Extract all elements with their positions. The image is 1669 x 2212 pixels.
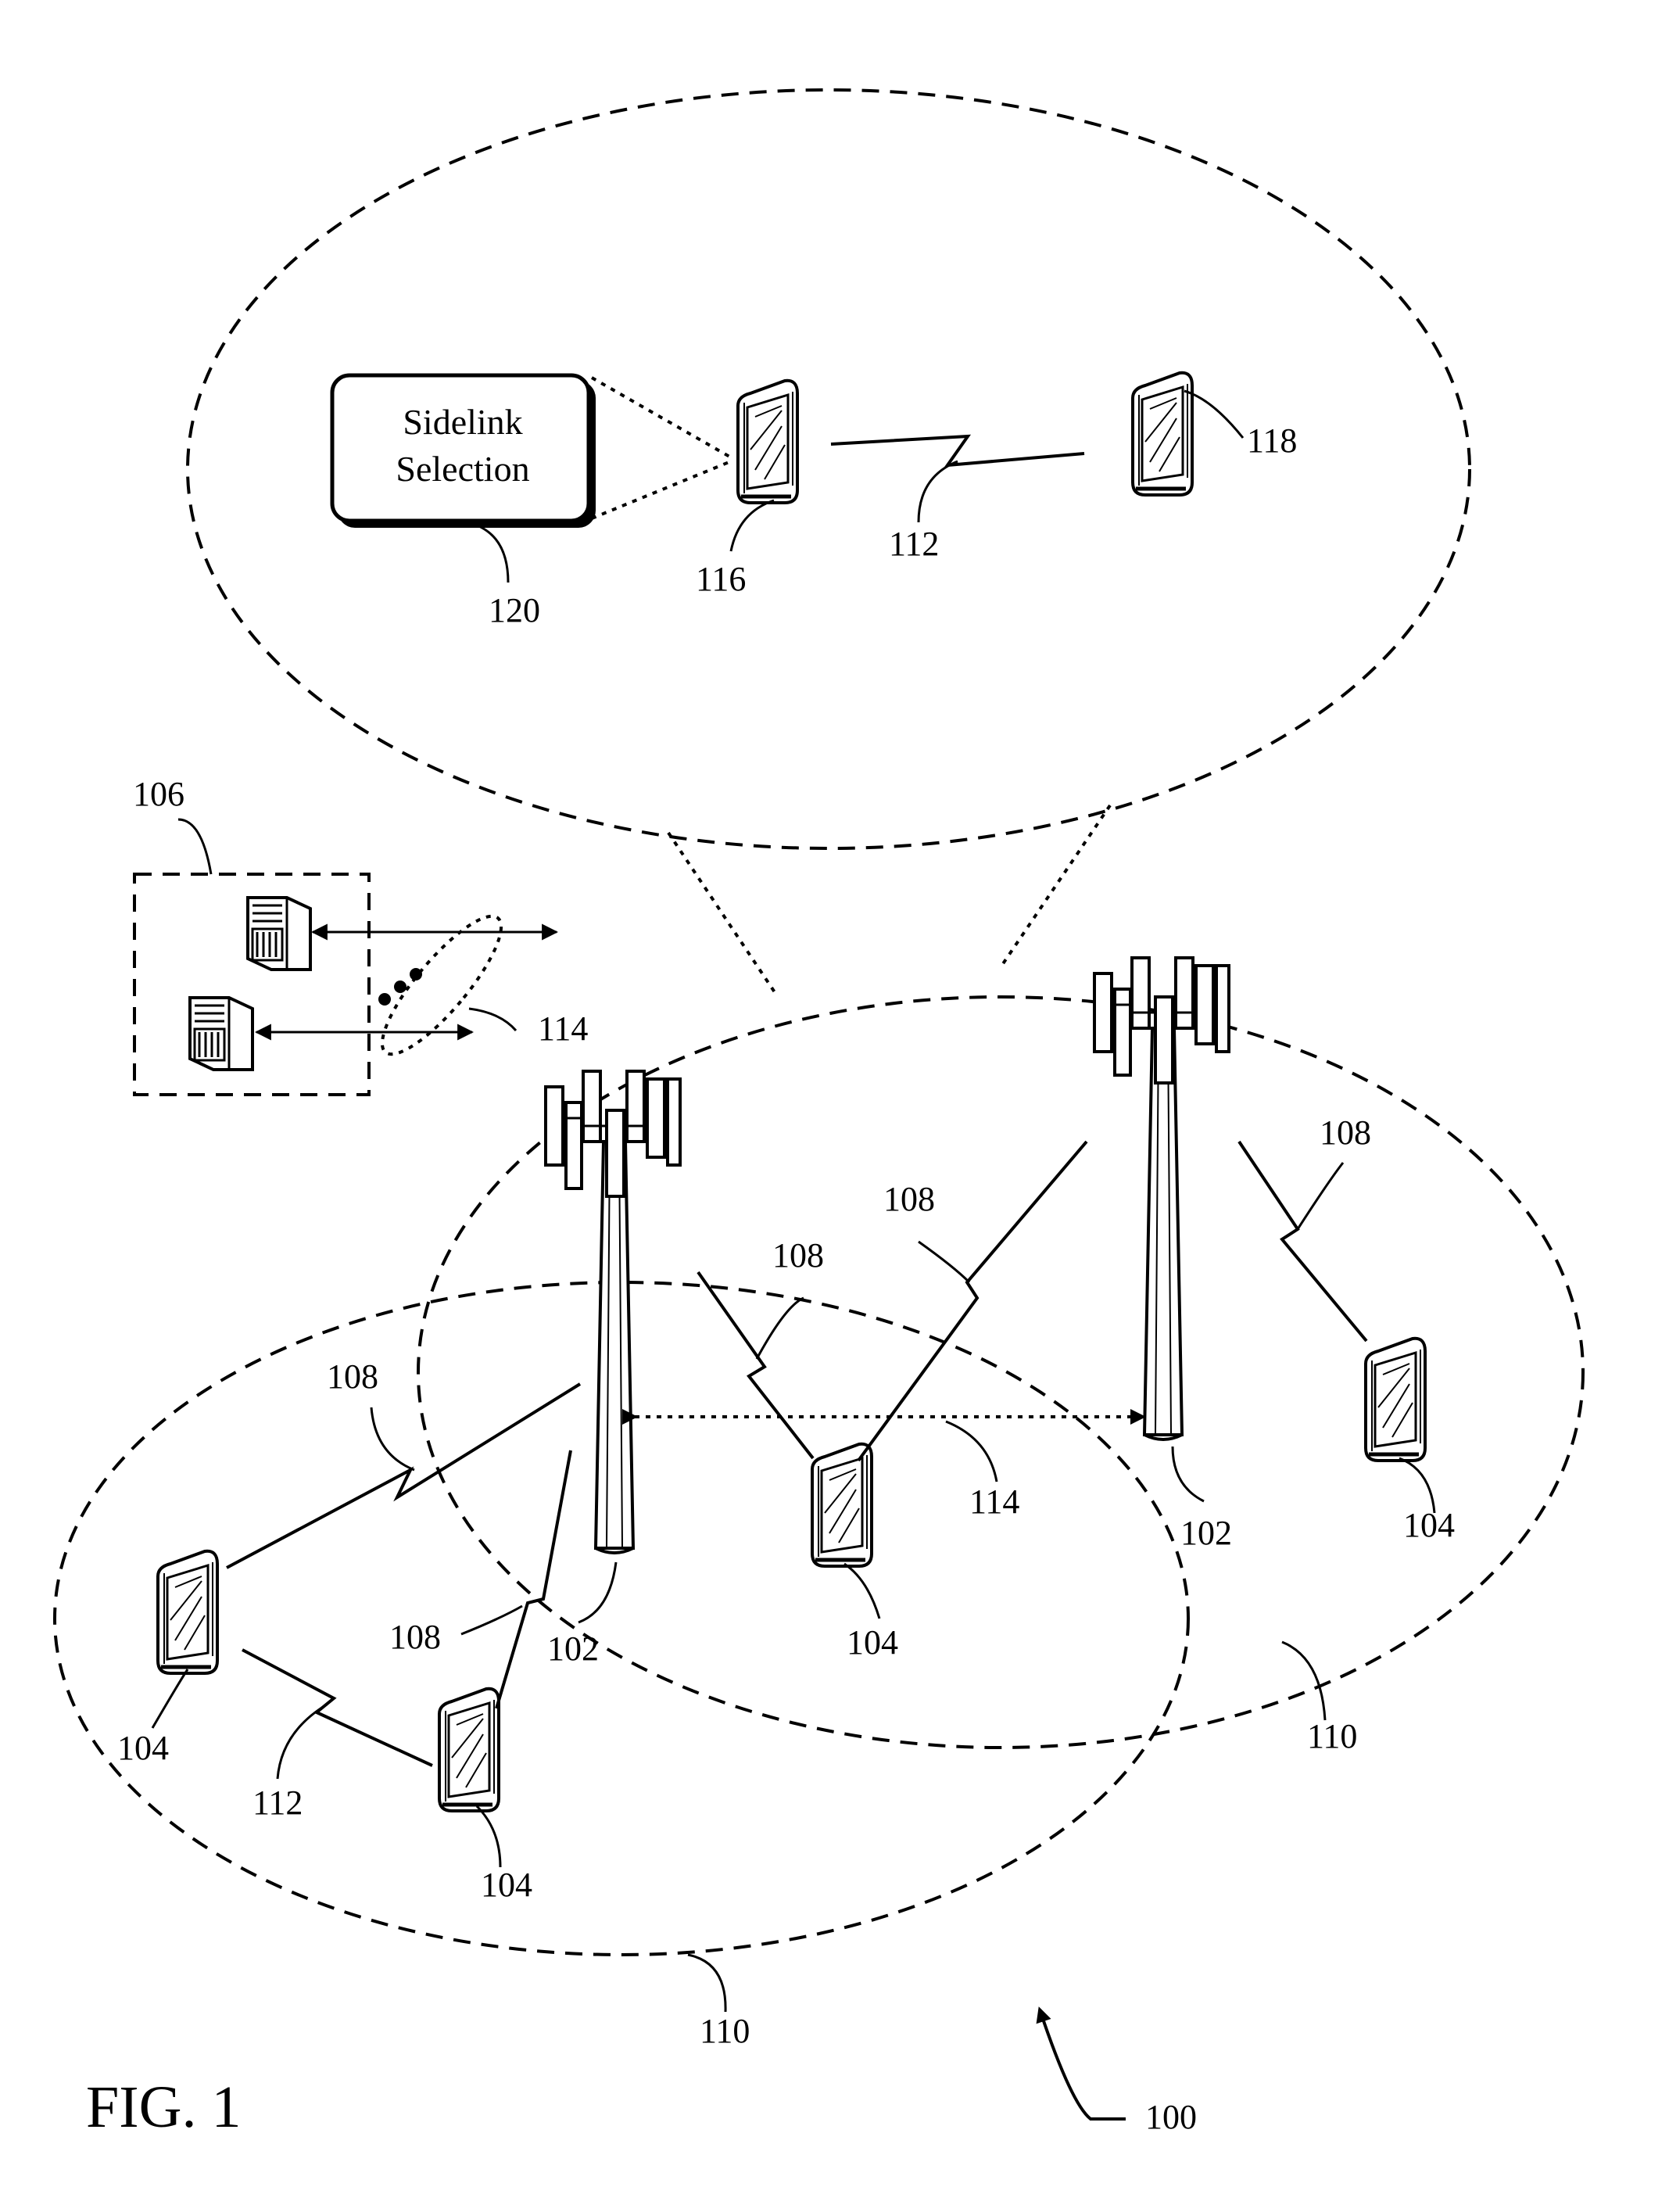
leader-108-left-top <box>370 1407 415 1472</box>
ref-label-108-left-top: 108 <box>327 1357 378 1396</box>
core-network-box <box>133 873 371 1096</box>
ue-116-icon <box>738 381 797 503</box>
ref-label-108-center: 108 <box>772 1236 824 1274</box>
base-station-right-icon <box>1093 956 1230 1441</box>
ref-label-110-right: 110 <box>1307 1717 1357 1755</box>
box-to-ue-dotted-bottom <box>591 460 732 520</box>
ref-label-104-lower-left: 104 <box>481 1866 532 1904</box>
leader-114-backhaul <box>945 1420 998 1482</box>
leader-108-center-right <box>918 1240 971 1284</box>
ref-label-104-right: 104 <box>1403 1506 1455 1544</box>
callout-line-left <box>667 831 778 996</box>
leader-108-right <box>1296 1162 1345 1230</box>
leader-116 <box>729 499 775 552</box>
ref-label-114-backhaul: 114 <box>969 1482 1019 1521</box>
coverage-area-lower <box>53 1281 1190 1956</box>
backhaul-bundle-ellipse <box>380 914 503 1056</box>
leader-106 <box>177 818 213 875</box>
sidelink-selection-box <box>330 373 591 523</box>
core-server-icon-top <box>246 896 312 971</box>
arrow-100 <box>1036 2006 1126 2121</box>
ref-label-102-left: 102 <box>547 1629 599 1668</box>
box-to-ue-dotted-top <box>591 376 732 459</box>
callout-ellipse <box>186 88 1471 850</box>
leader-110-lower <box>687 1953 727 2013</box>
ref-label-100: 100 <box>1145 2098 1197 2136</box>
core-server-icon-bottom <box>188 996 254 1071</box>
ref-label-106: 106 <box>133 775 184 813</box>
sidelink-box-line1: Sidelink <box>403 402 522 442</box>
callout-line-right <box>999 804 1112 969</box>
leader-112-upper <box>917 460 958 523</box>
ref-label-108-center-right: 108 <box>883 1180 935 1218</box>
leader-118 <box>1184 389 1245 439</box>
sidelink-bolt-upper <box>830 434 1085 468</box>
ref-label-104-far-left: 104 <box>117 1729 169 1767</box>
ref-label-112-lower: 112 <box>252 1784 303 1822</box>
link-108-center <box>697 1271 815 1460</box>
leader-102-right <box>1171 1446 1205 1503</box>
leader-112-lower <box>276 1703 328 1780</box>
ref-label-116: 116 <box>696 560 746 598</box>
leader-114-core <box>468 1007 518 1031</box>
ref-label-108-left-bottom: 108 <box>389 1618 441 1656</box>
ref-label-118: 118 <box>1247 421 1297 460</box>
sidelink-bolt-lower <box>242 1648 433 1767</box>
ref-label-108-right: 108 <box>1320 1113 1371 1152</box>
leader-110-right <box>1281 1640 1327 1721</box>
sidelink-box-line2: Selection <box>396 449 529 489</box>
leader-108-left-bottom <box>460 1604 523 1636</box>
leader-108-center <box>755 1296 804 1360</box>
ref-label-112-upper: 112 <box>889 525 939 563</box>
ue-104-center-icon <box>812 1444 872 1566</box>
leader-104-far-left <box>151 1669 189 1729</box>
leader-104-right <box>1399 1457 1436 1514</box>
ellipsis-dot-2 <box>394 981 407 993</box>
coverage-area-right <box>417 995 1585 1749</box>
leader-104-center <box>843 1562 881 1619</box>
ref-label-102-right: 102 <box>1180 1514 1232 1552</box>
leader-102-left <box>578 1561 618 1624</box>
ue-104-lower-left-icon <box>439 1689 499 1811</box>
leader-120 <box>472 522 510 583</box>
ellipsis-dot-1 <box>378 993 391 1006</box>
ref-label-104-center: 104 <box>847 1623 898 1662</box>
ref-label-110-lower: 110 <box>700 2012 750 2050</box>
ref-label-120: 120 <box>489 591 540 629</box>
link-108-left-bottom <box>495 1450 572 1709</box>
link-108-left-top <box>226 1382 582 1569</box>
link-108-center-right <box>857 1140 1088 1462</box>
ue-118-icon <box>1133 373 1192 495</box>
ue-104-right-icon <box>1366 1339 1425 1461</box>
ue-104-far-left-icon <box>158 1551 217 1673</box>
ref-label-114-core: 114 <box>538 1009 588 1048</box>
leader-104-lower-left <box>475 1805 502 1868</box>
link-108-right <box>1237 1140 1368 1343</box>
figure-title: FIG. 1 <box>86 2074 241 2140</box>
